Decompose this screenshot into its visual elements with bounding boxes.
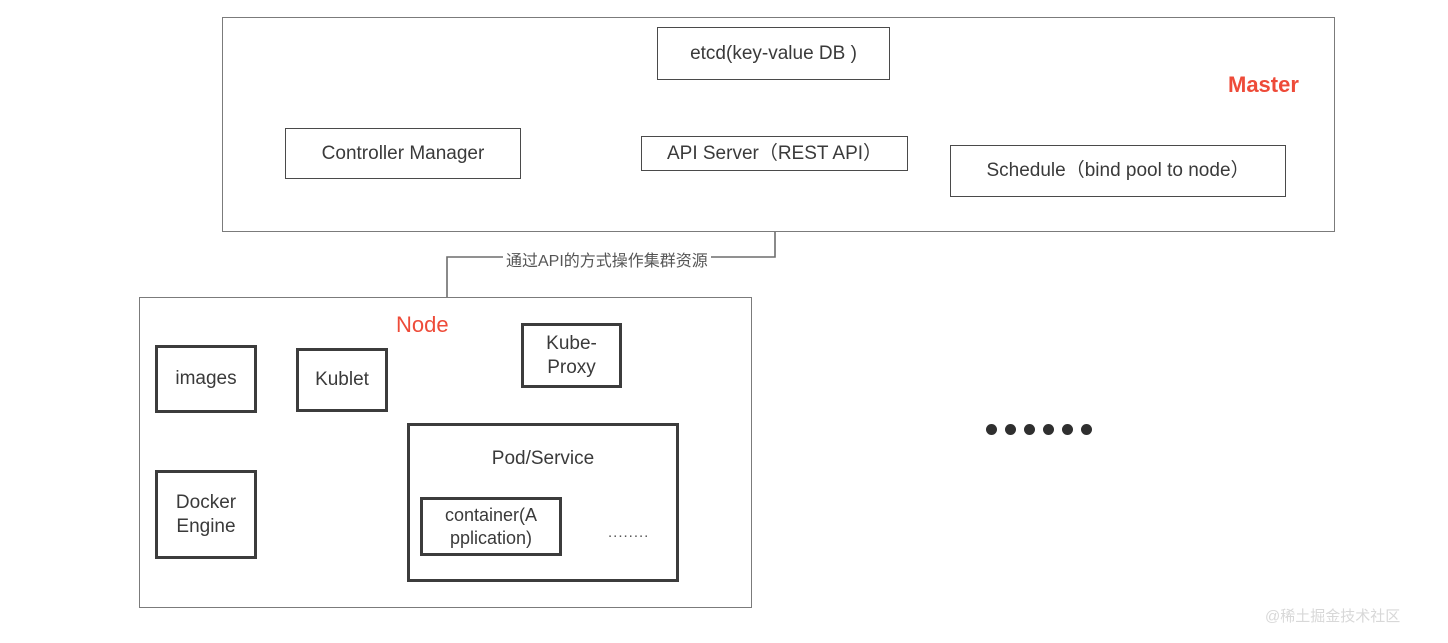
kube-proxy-box[interactable]: Kube- Proxy [521, 323, 622, 388]
dot [1005, 424, 1016, 435]
schedule-box[interactable]: Schedule（bind pool to node） [950, 145, 1286, 197]
api-server-box[interactable]: API Server（REST API） [641, 136, 908, 171]
more-nodes-dots [986, 424, 1092, 435]
container-ellipsis: ........ [608, 524, 650, 541]
connector-label: 通过API的方式操作集群资源 [503, 247, 711, 271]
dot [1081, 424, 1092, 435]
master-title: Master [1228, 72, 1299, 97]
dot [1043, 424, 1054, 435]
dot [1062, 424, 1073, 435]
images-box[interactable]: images [155, 345, 257, 413]
kublet-box[interactable]: Kublet [296, 348, 388, 412]
controller-manager-box[interactable]: Controller Manager [285, 128, 521, 179]
etcd-box[interactable]: etcd(key-value DB ) [657, 27, 890, 80]
node-title: Node [396, 312, 449, 337]
container-box[interactable]: container(A pplication) [420, 497, 562, 556]
dot [986, 424, 997, 435]
docker-engine-box[interactable]: Docker Engine [155, 470, 257, 559]
pod-service-label: Pod/Service [491, 448, 595, 469]
dot [1024, 424, 1035, 435]
watermark: @稀土掘金技术社区 [1265, 608, 1401, 625]
